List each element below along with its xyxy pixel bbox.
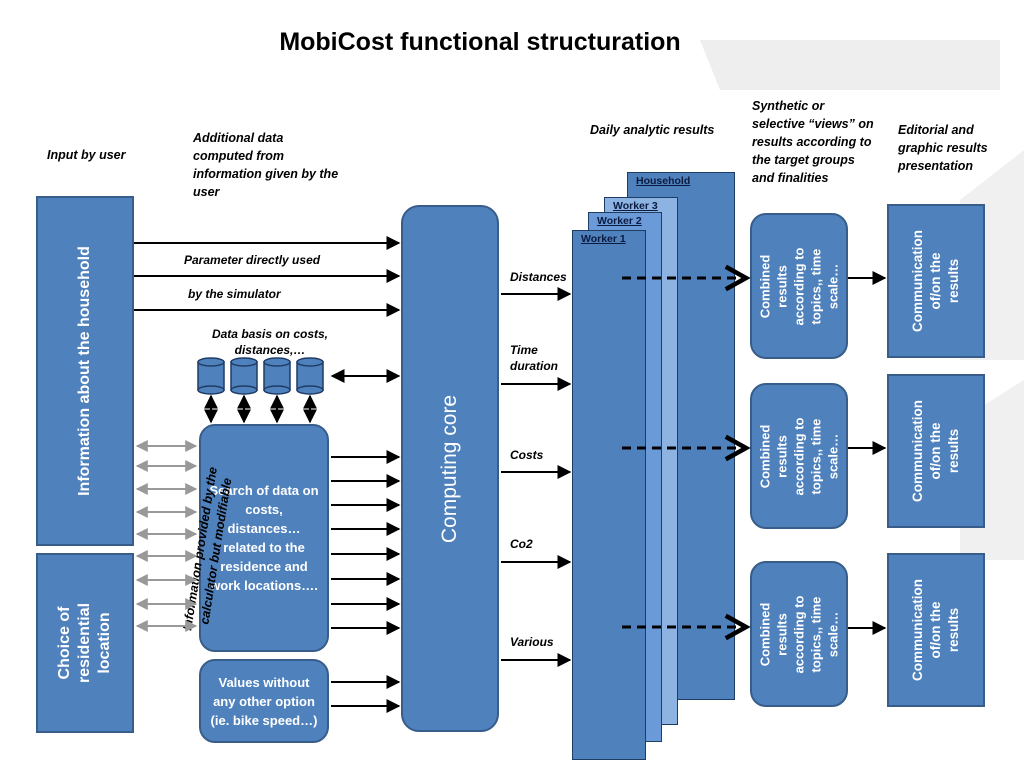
parameter-label-line1: Parameter directly used (184, 253, 321, 267)
communication-box: Communication of/on the results (887, 374, 985, 528)
stack-layer-worker-1: Worker 1 (572, 230, 646, 760)
page-title: MobiCost functional structuration (279, 28, 681, 56)
database-icon (230, 357, 258, 395)
database-icon (263, 357, 291, 395)
header-synthetic-views: Synthetic or selective “views” on result… (752, 99, 874, 185)
header-editorial: Editorial and graphic results presentati… (898, 123, 988, 173)
output-label-distances: Distances (510, 270, 567, 284)
household-info-box: Information about the household (36, 196, 134, 546)
output-label-various: Various (510, 635, 554, 649)
stack-layer-household-label: Household (636, 175, 691, 187)
header-daily-analytic: Daily analytic results (590, 123, 715, 137)
output-label-costs: Costs (510, 448, 544, 462)
combined-results-box: Combined results according to topics,, t… (750, 383, 848, 529)
header-input-by-user: Input by user (47, 148, 126, 162)
combined-results-box: Combined results according to topics,, t… (750, 213, 848, 359)
database-icon (296, 357, 324, 395)
computing-core-box: Computing core (401, 205, 499, 732)
stack-layer-worker-2-label: Worker 2 (597, 215, 642, 227)
communication-box: Communication of/on the results (887, 204, 985, 358)
output-label-time-duration: Time duration (510, 343, 558, 373)
parameter-label-line2: by the simulator (188, 287, 281, 301)
database-icon (197, 357, 225, 395)
header-additional-data: Additional data computed from informatio… (193, 131, 339, 199)
values-without-box: Values without any other option (ie. bik… (199, 659, 329, 743)
stack-layer-worker-1-label: Worker 1 (581, 233, 626, 245)
search-data-box: Search of data on costs, distances… rela… (199, 424, 329, 652)
data-basis-label: Data basis on costs, distances,… (211, 327, 329, 357)
stack-layer-worker-3-label: Worker 3 (613, 200, 658, 212)
communication-box: Communication of/on the results (887, 553, 985, 707)
combined-results-box: Combined results according to topics,, t… (750, 561, 848, 707)
output-label-co2: Co2 (510, 537, 533, 551)
residential-choice-box: Choice of residential location (36, 553, 134, 733)
